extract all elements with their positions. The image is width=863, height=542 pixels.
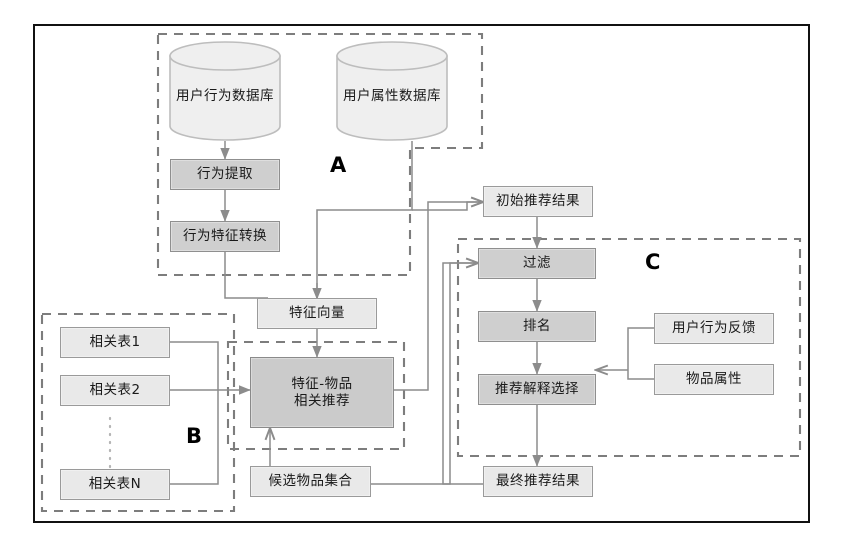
node-relation-table-2[interactable]: 相关表2	[60, 375, 170, 406]
group-c-label: C	[645, 250, 661, 274]
node-feature-item-recommend[interactable]: 特征-物品 相关推荐	[250, 357, 394, 428]
node-behavior-extraction[interactable]: 行为提取	[170, 159, 280, 190]
node-explanation-selection[interactable]: 推荐解释选择	[478, 374, 596, 405]
db-label-user-behavior: 用户行为数据库	[176, 88, 274, 104]
node-candidate-item-set[interactable]: 候选物品集合	[250, 466, 371, 497]
node-initial-recommend-result[interactable]: 初始推荐结果	[483, 186, 593, 217]
node-filter[interactable]: 过滤	[478, 248, 596, 279]
node-relation-table-1[interactable]: 相关表1	[60, 327, 170, 358]
node-feature-vector[interactable]: 特征向量	[257, 298, 377, 329]
node-ranking[interactable]: 排名	[478, 311, 596, 342]
db-label-user-attribute: 用户属性数据库	[343, 88, 441, 104]
node-feature-item-recommend-line1: 特征-物品	[291, 375, 353, 392]
node-item-attribute[interactable]: 物品属性	[654, 364, 774, 395]
node-relation-table-n[interactable]: 相关表N	[60, 469, 170, 500]
node-user-behavior-feedback[interactable]: 用户行为反馈	[654, 313, 774, 344]
node-behavior-feature-transform[interactable]: 行为特征转换	[170, 221, 280, 252]
node-final-recommend-result[interactable]: 最终推荐结果	[483, 466, 593, 497]
group-b-label: B	[186, 424, 203, 448]
group-a-label: A	[330, 153, 347, 177]
node-feature-item-recommend-line2: 相关推荐	[294, 392, 350, 409]
